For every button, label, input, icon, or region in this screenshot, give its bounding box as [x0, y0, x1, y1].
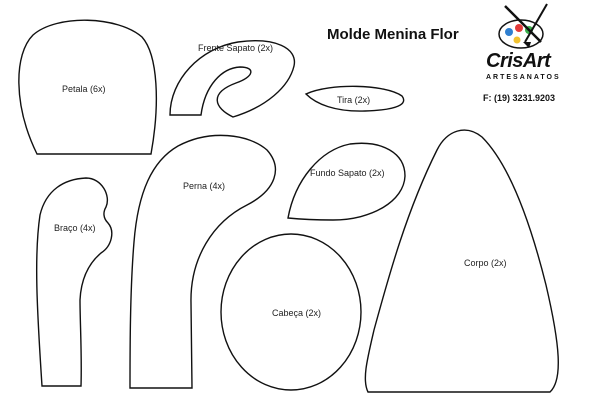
cabeca-piece: [220, 233, 362, 391]
petala-piece: [18, 19, 158, 155]
paint-blob-yellow: [513, 36, 521, 44]
braco-piece: [35, 177, 113, 387]
corpo-piece: [364, 129, 559, 393]
frente-sapato-label: Frente Sapato (2x): [198, 43, 274, 53]
frente-sapato-piece: [169, 40, 296, 118]
fundo-sapato-piece: [287, 142, 406, 221]
cabeca-label: Cabeça (2x): [272, 308, 322, 318]
phone-number: F: (19) 3231.9203: [483, 93, 556, 103]
brand-subtitle: ARTESANATOS: [486, 74, 561, 81]
fundo-sapato-label: Fundo Sapato (2x): [310, 168, 385, 178]
paint-blob-blue: [505, 28, 513, 36]
page-title: Molde Menina Flor: [327, 26, 459, 43]
brand-name: CrisArt: [486, 50, 551, 72]
perna-label: Perna (4x): [183, 181, 226, 191]
paint-blob-red: [515, 24, 523, 32]
petala-label: Petala (6x): [62, 84, 106, 94]
tira-label: Tira (2x): [337, 95, 371, 105]
braco-label: Braço (4x): [54, 223, 96, 233]
corpo-label: Corpo (2x): [464, 258, 507, 268]
palette-brush-icon: [498, 3, 548, 49]
tira-piece: [304, 85, 405, 112]
perna-piece: [129, 134, 277, 389]
